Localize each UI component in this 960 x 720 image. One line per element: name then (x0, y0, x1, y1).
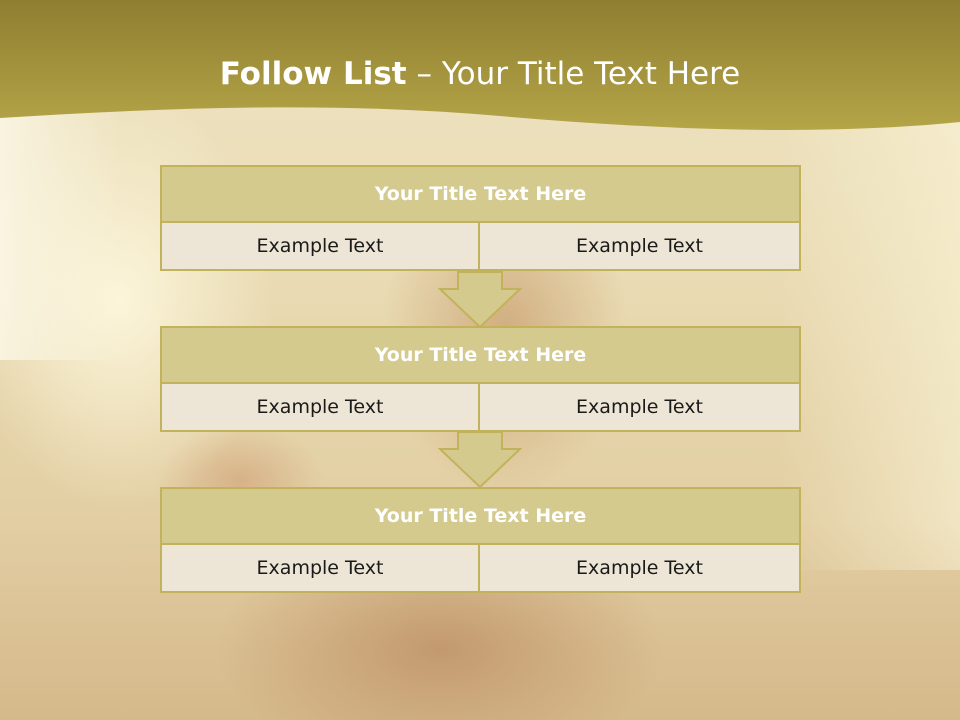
background-wall (780, 110, 960, 570)
block-cell-left: Example Text (160, 545, 480, 593)
block-cell-left: Example Text (160, 223, 480, 271)
block-cell-right: Example Text (480, 545, 801, 593)
background-window-light (0, 100, 120, 360)
block-cell-right: Example Text (480, 223, 801, 271)
list-block-2: Your Title Text Here Example Text Exampl… (160, 326, 801, 432)
list-block-1: Your Title Text Here Example Text Exampl… (160, 165, 801, 271)
block-row: Example Text Example Text (160, 384, 801, 432)
block-row: Example Text Example Text (160, 223, 801, 271)
down-arrow-icon (438, 271, 522, 329)
block-cell-right: Example Text (480, 384, 801, 432)
slide-title: Follow List – Your Title Text Here (0, 52, 960, 96)
block-title: Your Title Text Here (160, 326, 801, 384)
slide-title-rest: – Your Title Text Here (406, 56, 741, 92)
header-band (0, 0, 960, 130)
slide-title-bold: Follow List (219, 56, 407, 92)
block-title: Your Title Text Here (160, 165, 801, 223)
list-block-3: Your Title Text Here Example Text Exampl… (160, 487, 801, 593)
down-arrow-icon (438, 431, 522, 489)
block-cell-left: Example Text (160, 384, 480, 432)
block-title: Your Title Text Here (160, 487, 801, 545)
block-row: Example Text Example Text (160, 545, 801, 593)
